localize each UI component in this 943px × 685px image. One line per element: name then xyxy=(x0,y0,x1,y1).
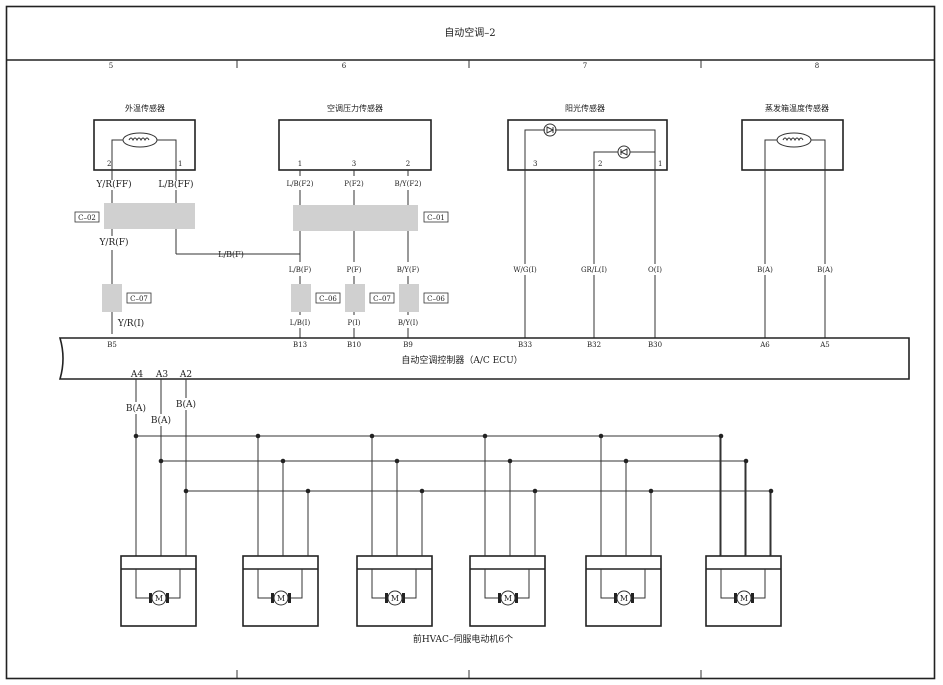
motor-icon xyxy=(273,590,289,606)
wire-label-wg-i: W/G(I) xyxy=(513,266,537,274)
servo-motor: M xyxy=(120,555,197,627)
motor-symbol: M xyxy=(740,594,748,603)
wire-label-o-i: O(I) xyxy=(648,266,662,274)
wire-label-ba-a2: B(A) xyxy=(176,399,196,410)
wire-label-yr-f: Y/R(F) xyxy=(98,237,128,248)
column-number-6: 6 xyxy=(342,62,347,70)
wire-label-lb-f2: L/B(F2) xyxy=(287,180,314,188)
column-ruler: 5 6 7 8 xyxy=(109,60,819,678)
ecu-pin: B32 xyxy=(587,341,601,349)
svg-text:B/Y(F): B/Y(F) xyxy=(397,266,420,274)
servo-motor: M xyxy=(705,433,782,627)
svg-text:3: 3 xyxy=(352,160,356,168)
wire-label-by-f2: B/Y(F2) xyxy=(395,180,422,188)
ac-pressure-sensor-label: 空调压力传感器 xyxy=(327,103,383,113)
outside-temp-sensor-label: 外温传感器 xyxy=(125,103,165,113)
ecu-pin: B5 xyxy=(107,341,117,349)
connector-c07-block-left xyxy=(102,284,122,312)
wire-label-ba-a4: B(A) xyxy=(126,403,146,414)
connector-c01-block xyxy=(293,205,418,231)
thermistor-coil-icon xyxy=(128,137,150,142)
wire-label-lb-ff: L/B(FF) xyxy=(158,179,193,190)
svg-text:L/B(F): L/B(F) xyxy=(289,266,312,274)
column-number-5: 5 xyxy=(109,62,113,70)
photodiode-icon xyxy=(617,145,631,159)
ecu-pin-a3: A3 xyxy=(155,370,168,380)
ecu-pin-a4: A4 xyxy=(130,370,143,380)
ecu-pin: B10 xyxy=(347,341,361,349)
svg-text:1: 1 xyxy=(298,160,302,168)
column-number-8: 8 xyxy=(815,62,819,70)
motor-symbol: M xyxy=(155,594,163,603)
ac-ecu: B5 B13 B10 B9 B33 B32 B30 A6 A5 自动空调控制器（… xyxy=(58,337,910,380)
svg-text:B/Y(I): B/Y(I) xyxy=(398,319,419,327)
svg-text:C–07: C–07 xyxy=(373,295,391,303)
motor-icon xyxy=(736,590,752,606)
motor-symbol: M xyxy=(620,594,628,603)
ecu-pin: B33 xyxy=(518,341,532,349)
svg-text:2: 2 xyxy=(598,160,602,168)
wire-label-ba-a3: B(A) xyxy=(151,415,171,426)
servo-motor: M xyxy=(242,433,319,627)
connector-c02-block xyxy=(104,203,195,229)
motor-icon xyxy=(616,590,632,606)
svg-text:2: 2 xyxy=(406,160,410,168)
evaporator-temp-sensor: 蒸发箱温度传感器 xyxy=(741,103,844,171)
wire-label-ba-2: B(A) xyxy=(817,266,833,274)
servo-motor: M xyxy=(585,433,662,627)
svg-text:3: 3 xyxy=(533,160,537,168)
svg-text:L/B(I): L/B(I) xyxy=(290,319,311,327)
ecu-label: 自动空调控制器（A/C ECU） xyxy=(401,354,522,366)
motor-symbol: M xyxy=(277,594,285,603)
svg-text:C–06: C–06 xyxy=(319,295,337,303)
sun-sensor: 阳光传感器 3 2 1 xyxy=(507,103,668,171)
ecu-pin: B9 xyxy=(403,341,413,349)
ecu-pin: B30 xyxy=(648,341,662,349)
svg-text:C–06: C–06 xyxy=(427,295,445,303)
svg-text:1: 1 xyxy=(178,160,182,168)
motor-icon xyxy=(500,590,516,606)
ac-pressure-sensor: 空调压力传感器 1 3 2 xyxy=(278,103,432,171)
outside-temp-sensor: 外温传感器 2 1 xyxy=(93,103,196,171)
photodiode-icon xyxy=(543,123,557,137)
column-number-7: 7 xyxy=(583,62,587,70)
ecu-pin-a2: A2 xyxy=(179,370,192,380)
wire-label-yr-ff: Y/R(FF) xyxy=(95,179,131,190)
connector-c02-tag xyxy=(74,211,100,223)
ecu-pin: A6 xyxy=(759,341,770,349)
servo-motor: M xyxy=(356,433,433,627)
wire-label-ba-1: B(A) xyxy=(757,266,773,274)
svg-text:C–07: C–07 xyxy=(130,295,148,303)
page-title: 自动空调–2 xyxy=(444,26,495,39)
motor-icon xyxy=(387,590,403,606)
svg-text:P(I): P(I) xyxy=(348,319,361,327)
ecu-pin: A5 xyxy=(819,341,830,349)
wire-label-lb-f: L/B(F) xyxy=(218,250,244,259)
svg-text:C–02: C–02 xyxy=(78,214,96,222)
wire-label-yr-i: Y/R(I) xyxy=(117,318,144,329)
motor-symbol: M xyxy=(504,594,512,603)
svg-text:1: 1 xyxy=(658,160,662,168)
servo-motor: M xyxy=(469,433,546,627)
thermistor-coil-icon xyxy=(782,137,804,142)
svg-text:2: 2 xyxy=(107,160,111,168)
wire-label-grl-i: GR/L(I) xyxy=(581,266,607,274)
motor-symbol: M xyxy=(391,594,399,603)
motor-icon xyxy=(151,590,167,606)
ecu-pin: B13 xyxy=(293,341,307,349)
motors-caption: 前HVAC–伺服电动机6个 xyxy=(413,633,513,645)
evaporator-temp-sensor-label: 蒸发箱温度传感器 xyxy=(765,103,829,113)
sun-sensor-label: 阳光传感器 xyxy=(565,103,605,113)
svg-text:C–01: C–01 xyxy=(427,214,445,222)
wire-label-p-f2: P(F2) xyxy=(344,180,364,188)
svg-text:P(F): P(F) xyxy=(346,266,361,274)
